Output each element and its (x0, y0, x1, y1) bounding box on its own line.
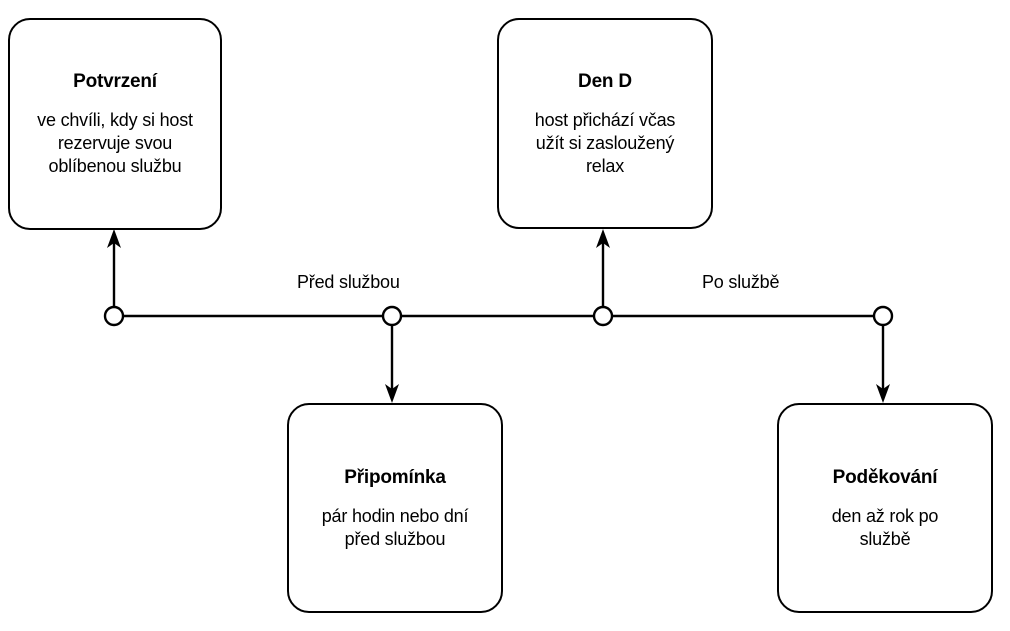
node-pripominka-title: Připomínka (344, 466, 446, 488)
node-potvrzeni[interactable]: Potvrzení ve chvíli, kdy si host rezervu… (8, 18, 222, 230)
arrow-head-pripominka (385, 384, 399, 403)
timeline-marker-2[interactable] (381, 305, 403, 327)
node-podekovani-description: den až rok po službě (831, 505, 939, 549)
timeline-marker-3[interactable] (592, 305, 614, 327)
timeline-marker-1[interactable] (103, 305, 125, 327)
phase-label-po-sluzbe: Po službě (702, 272, 780, 292)
node-den-d[interactable]: Den D host přichází včas užít si zaslouž… (497, 18, 713, 229)
node-potvrzeni-title: Potvrzení (73, 71, 157, 92)
node-den-d-description: host přichází včas užít si zasloužený re… (534, 109, 676, 176)
node-den-d-title: Den D (578, 70, 632, 92)
node-podekovani-title: Poděkování (832, 466, 938, 488)
node-pripominka-description: pár hodin nebo dní před službou (321, 505, 469, 549)
node-pripominka[interactable]: Připomínka pár hodin nebo dní před služb… (287, 403, 503, 613)
arrow-head-potvrzeni (107, 229, 121, 248)
timeline-marker-4[interactable] (872, 305, 894, 327)
phase-label-pred-sluzbou: Před službou (297, 272, 400, 292)
arrow-head-podekovani (876, 384, 890, 403)
arrow-head-den-d (596, 229, 610, 248)
node-potvrzeni-description: ve chvíli, kdy si host rezervuje svou ob… (37, 110, 193, 176)
node-podekovani[interactable]: Poděkování den až rok po službě (777, 403, 993, 613)
